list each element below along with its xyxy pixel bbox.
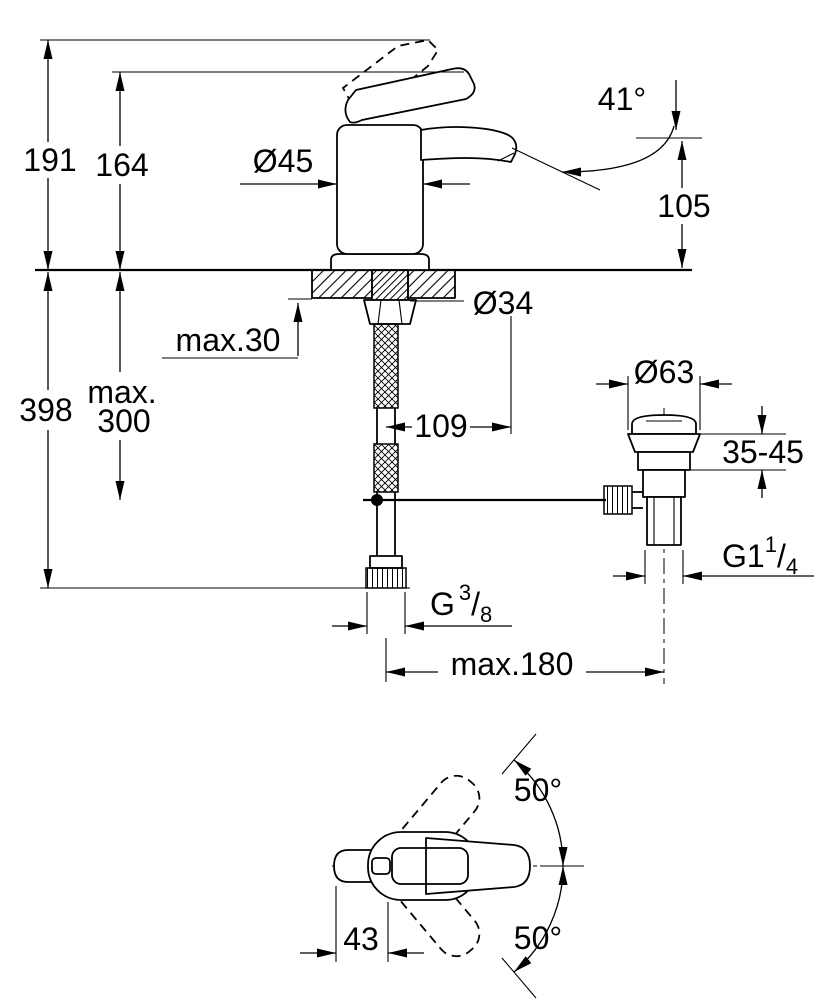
rod-ball-joint: [371, 494, 383, 506]
cartridge-detail: [371, 857, 391, 875]
shank-and-hose: [363, 269, 417, 589]
dim-spout-height-label: 105: [657, 188, 710, 224]
spout-top-view: [333, 849, 375, 883]
mounting-nut: [363, 299, 417, 325]
rod-adjust-knob: [603, 485, 633, 515]
waste-neck: [637, 451, 691, 471]
waste-flange: [627, 433, 701, 453]
swivel-arc-upper: [513, 759, 568, 867]
dim-clamp-range-label: 35-45: [722, 434, 804, 470]
dim-swivel-upper-label: 50°: [514, 772, 562, 808]
pop-up-waste: [603, 408, 701, 684]
threaded-shank: [371, 269, 409, 301]
dim-overall-depth-label: 398: [19, 392, 72, 428]
dim-max-depth-label-line1: max.: [87, 374, 156, 410]
extension-lines: [40, 39, 786, 682]
aerator-line: [497, 152, 515, 162]
lever-face-detail: [391, 847, 469, 885]
dim-spout-reach-label: 109: [414, 408, 467, 444]
braided-hose-lower: [373, 443, 399, 493]
dim-swivel-lower-label: 50°: [514, 920, 562, 956]
swivel-arc-lower: [513, 865, 568, 973]
lever-handle: [341, 39, 476, 124]
dim-body-diameter-label: Ø45: [253, 143, 313, 179]
handle-solid: [344, 67, 476, 124]
dim-waste-thread-label: G11/4: [722, 532, 798, 579]
mounting-deck: [35, 268, 692, 300]
faucet-column: [336, 124, 424, 255]
lever-top-view: [425, 837, 531, 895]
waste-body: [642, 469, 686, 498]
dim-waste-diameter-label: Ø63: [634, 354, 694, 390]
pop-up-rod: [363, 494, 606, 506]
faucet-body: [330, 124, 518, 271]
dim-max-reach-label: max.180: [451, 646, 574, 682]
dim-handle-angle-label: 41°: [598, 81, 646, 117]
dim-deck-thickness-label: max.30: [176, 322, 281, 358]
dim-body-height-label: 164: [95, 147, 148, 183]
dim-shank-diameter-label: Ø34: [473, 285, 533, 321]
braided-hose-upper: [373, 323, 399, 409]
dimension-lines: [43, 40, 814, 677]
hose-collar: [369, 555, 403, 569]
dim-lever-offset-label: 43: [343, 921, 379, 957]
top-view: 50° 50° 43: [300, 733, 584, 999]
spout: [420, 126, 518, 163]
dim-max-depth-label-line2: 300: [97, 403, 150, 439]
waste-tailpiece: [646, 496, 682, 546]
dim-overall-height-label: 191: [23, 142, 76, 178]
faucet-base: [330, 253, 430, 271]
dimension-labels: 191 164 Ø45 41° 105 Ø34 max.30 398 max. …: [19, 81, 804, 682]
hose-nut: [365, 567, 407, 589]
waste-plug: [631, 414, 697, 435]
handle-raised-outline: [341, 39, 440, 109]
